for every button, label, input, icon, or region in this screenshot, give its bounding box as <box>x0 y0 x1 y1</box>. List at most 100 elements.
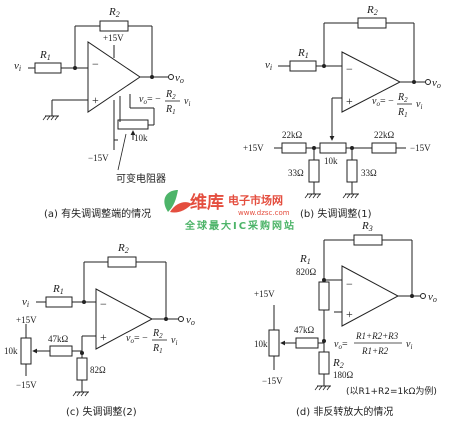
watermark-brand: 维库 <box>190 192 224 213</box>
labels-b: R1 R2 vi vo vo= − R2 R1 vi +15V −15V 22k… <box>243 4 441 220</box>
svg-text:R2: R2 <box>332 357 344 370</box>
watermark-tagline: 全球最大IC采购网站 <box>184 219 296 232</box>
svg-text:vo: vo <box>175 72 184 85</box>
supply-plus-c: +15V <box>16 315 37 325</box>
supply-plus-d: +15V <box>254 289 275 299</box>
annotation-variable-resistor: 可变电阻器 <box>116 172 166 185</box>
svg-text:−: − <box>92 57 99 71</box>
potentiometer-a <box>117 119 149 130</box>
svg-text:−: − <box>346 62 353 76</box>
svg-text:vo: vo <box>428 291 437 304</box>
svg-text:R1: R1 <box>397 107 408 119</box>
caption-a: (a) 有失调调整端的情况 <box>44 207 151 220</box>
svg-text:R2: R2 <box>397 92 408 104</box>
caption-b: (b) 失调调整(1) <box>300 207 372 220</box>
svg-text:R1: R1 <box>297 47 309 60</box>
resistor-22k-right-b <box>371 142 397 154</box>
resistor-47k-d <box>295 337 319 349</box>
svg-text:R1: R1 <box>152 343 163 355</box>
svg-text:R2: R2 <box>165 89 176 101</box>
output-terminal-b <box>425 79 431 85</box>
circuit-c: − + <box>20 256 184 397</box>
circuit-b: − + <box>274 17 431 199</box>
label-180-d: 180Ω <box>333 370 354 380</box>
svg-text:vi: vi <box>416 99 422 111</box>
potentiometer-c <box>20 337 32 365</box>
resistor-22k-left-b <box>281 142 307 154</box>
output-terminal-d <box>420 293 426 299</box>
label-820-d: 820Ω <box>296 267 317 277</box>
resistor-82-c <box>76 357 88 381</box>
svg-text:vi: vi <box>265 59 272 72</box>
svg-text:+: + <box>92 93 99 107</box>
svg-text:+: + <box>346 94 353 108</box>
svg-text:vi: vi <box>22 296 29 309</box>
supply-plus-b: +15V <box>243 143 264 153</box>
resistor-33-right-b <box>346 159 358 183</box>
label-22k-right-b: 22kΩ <box>374 130 395 140</box>
circuit-d: − + <box>268 234 426 391</box>
resistor-r2-d <box>318 351 330 375</box>
resistor-r1-c <box>45 296 73 308</box>
pot-label-b: 10k <box>324 156 338 166</box>
watermark-brand-suffix: 电子市场网 <box>228 193 283 207</box>
svg-text:−: − <box>100 297 107 311</box>
resistor-r2-c <box>107 256 137 268</box>
svg-text:R3: R3 <box>361 220 373 233</box>
svg-text:vi: vi <box>14 60 21 73</box>
svg-text:R1: R1 <box>165 104 176 116</box>
formula-a: vo= − <box>139 94 161 106</box>
formula-c: vo= − <box>126 333 148 345</box>
resistor-r3-d <box>353 234 383 246</box>
caption-d: (d) 非反转放大的情况 <box>296 405 393 418</box>
label-22k-left-b: 22kΩ <box>282 130 303 140</box>
resistor-r1-a <box>34 62 62 74</box>
resistor-r1-b <box>289 60 317 72</box>
svg-text:vo: vo <box>186 314 195 327</box>
opamp-d: − + <box>341 265 400 327</box>
resistor-r1-d <box>318 281 330 311</box>
resistor-47k-c <box>49 345 73 357</box>
svg-text:vo: vo <box>432 77 441 90</box>
watermark: 维库 电子市场网 www.dzsc.com 全球最大IC采购网站 <box>164 190 296 232</box>
labels-c: R1 R2 vi vo vo= − R2 R1 vi +15V −15V 10k… <box>4 242 195 418</box>
label-33-left-b: 33Ω <box>288 168 304 178</box>
pot-label-d: 10k <box>254 339 268 349</box>
caption-c: (c) 失调调整(2) <box>66 405 137 418</box>
svg-text:R2: R2 <box>366 4 378 17</box>
supply-minus-a: −15V <box>88 153 109 163</box>
svg-text:R1: R1 <box>299 253 311 266</box>
svg-text:R1+R2+R3: R1+R2+R3 <box>355 331 399 341</box>
pot-label-a: 10k <box>134 133 148 143</box>
opamp-a: − + <box>87 41 141 113</box>
label-47k-c: 47kΩ <box>48 334 69 344</box>
supply-minus-c: −15V <box>16 380 37 390</box>
supply-plus-a: +15V <box>103 33 124 43</box>
output-terminal-a <box>168 74 174 80</box>
label-47k-d: 47kΩ <box>294 325 315 335</box>
resistor-r2-b <box>357 17 387 29</box>
opamp-c: − + <box>95 288 154 350</box>
svg-text:+: + <box>346 307 353 321</box>
formula-b: vo= − <box>372 96 394 108</box>
svg-text:R1: R1 <box>52 283 64 296</box>
opamp-b: − + <box>341 51 402 113</box>
resistor-33-left-b <box>308 159 320 183</box>
svg-text:vi: vi <box>406 339 412 351</box>
svg-text:R2: R2 <box>152 328 163 340</box>
svg-text:R1: R1 <box>39 49 51 62</box>
supply-minus-b: −15V <box>410 143 431 153</box>
svg-text:vi: vi <box>184 96 190 108</box>
watermark-url: www.dzsc.com <box>238 209 290 217</box>
labels-d: R3 R1 820Ω R2 180Ω vo +15V −15V 10k 47kΩ… <box>254 220 437 418</box>
label-33-right-b: 33Ω <box>361 168 377 178</box>
potentiometer-b <box>319 142 347 154</box>
svg-text:vi: vi <box>171 335 177 347</box>
svg-text:−: − <box>346 277 353 291</box>
svg-text:R1+R2: R1+R2 <box>361 346 389 356</box>
circuit-a: − + <box>28 20 174 171</box>
output-terminal-c <box>178 316 184 322</box>
svg-text:R2: R2 <box>117 242 129 255</box>
potentiometer-d <box>268 329 280 357</box>
